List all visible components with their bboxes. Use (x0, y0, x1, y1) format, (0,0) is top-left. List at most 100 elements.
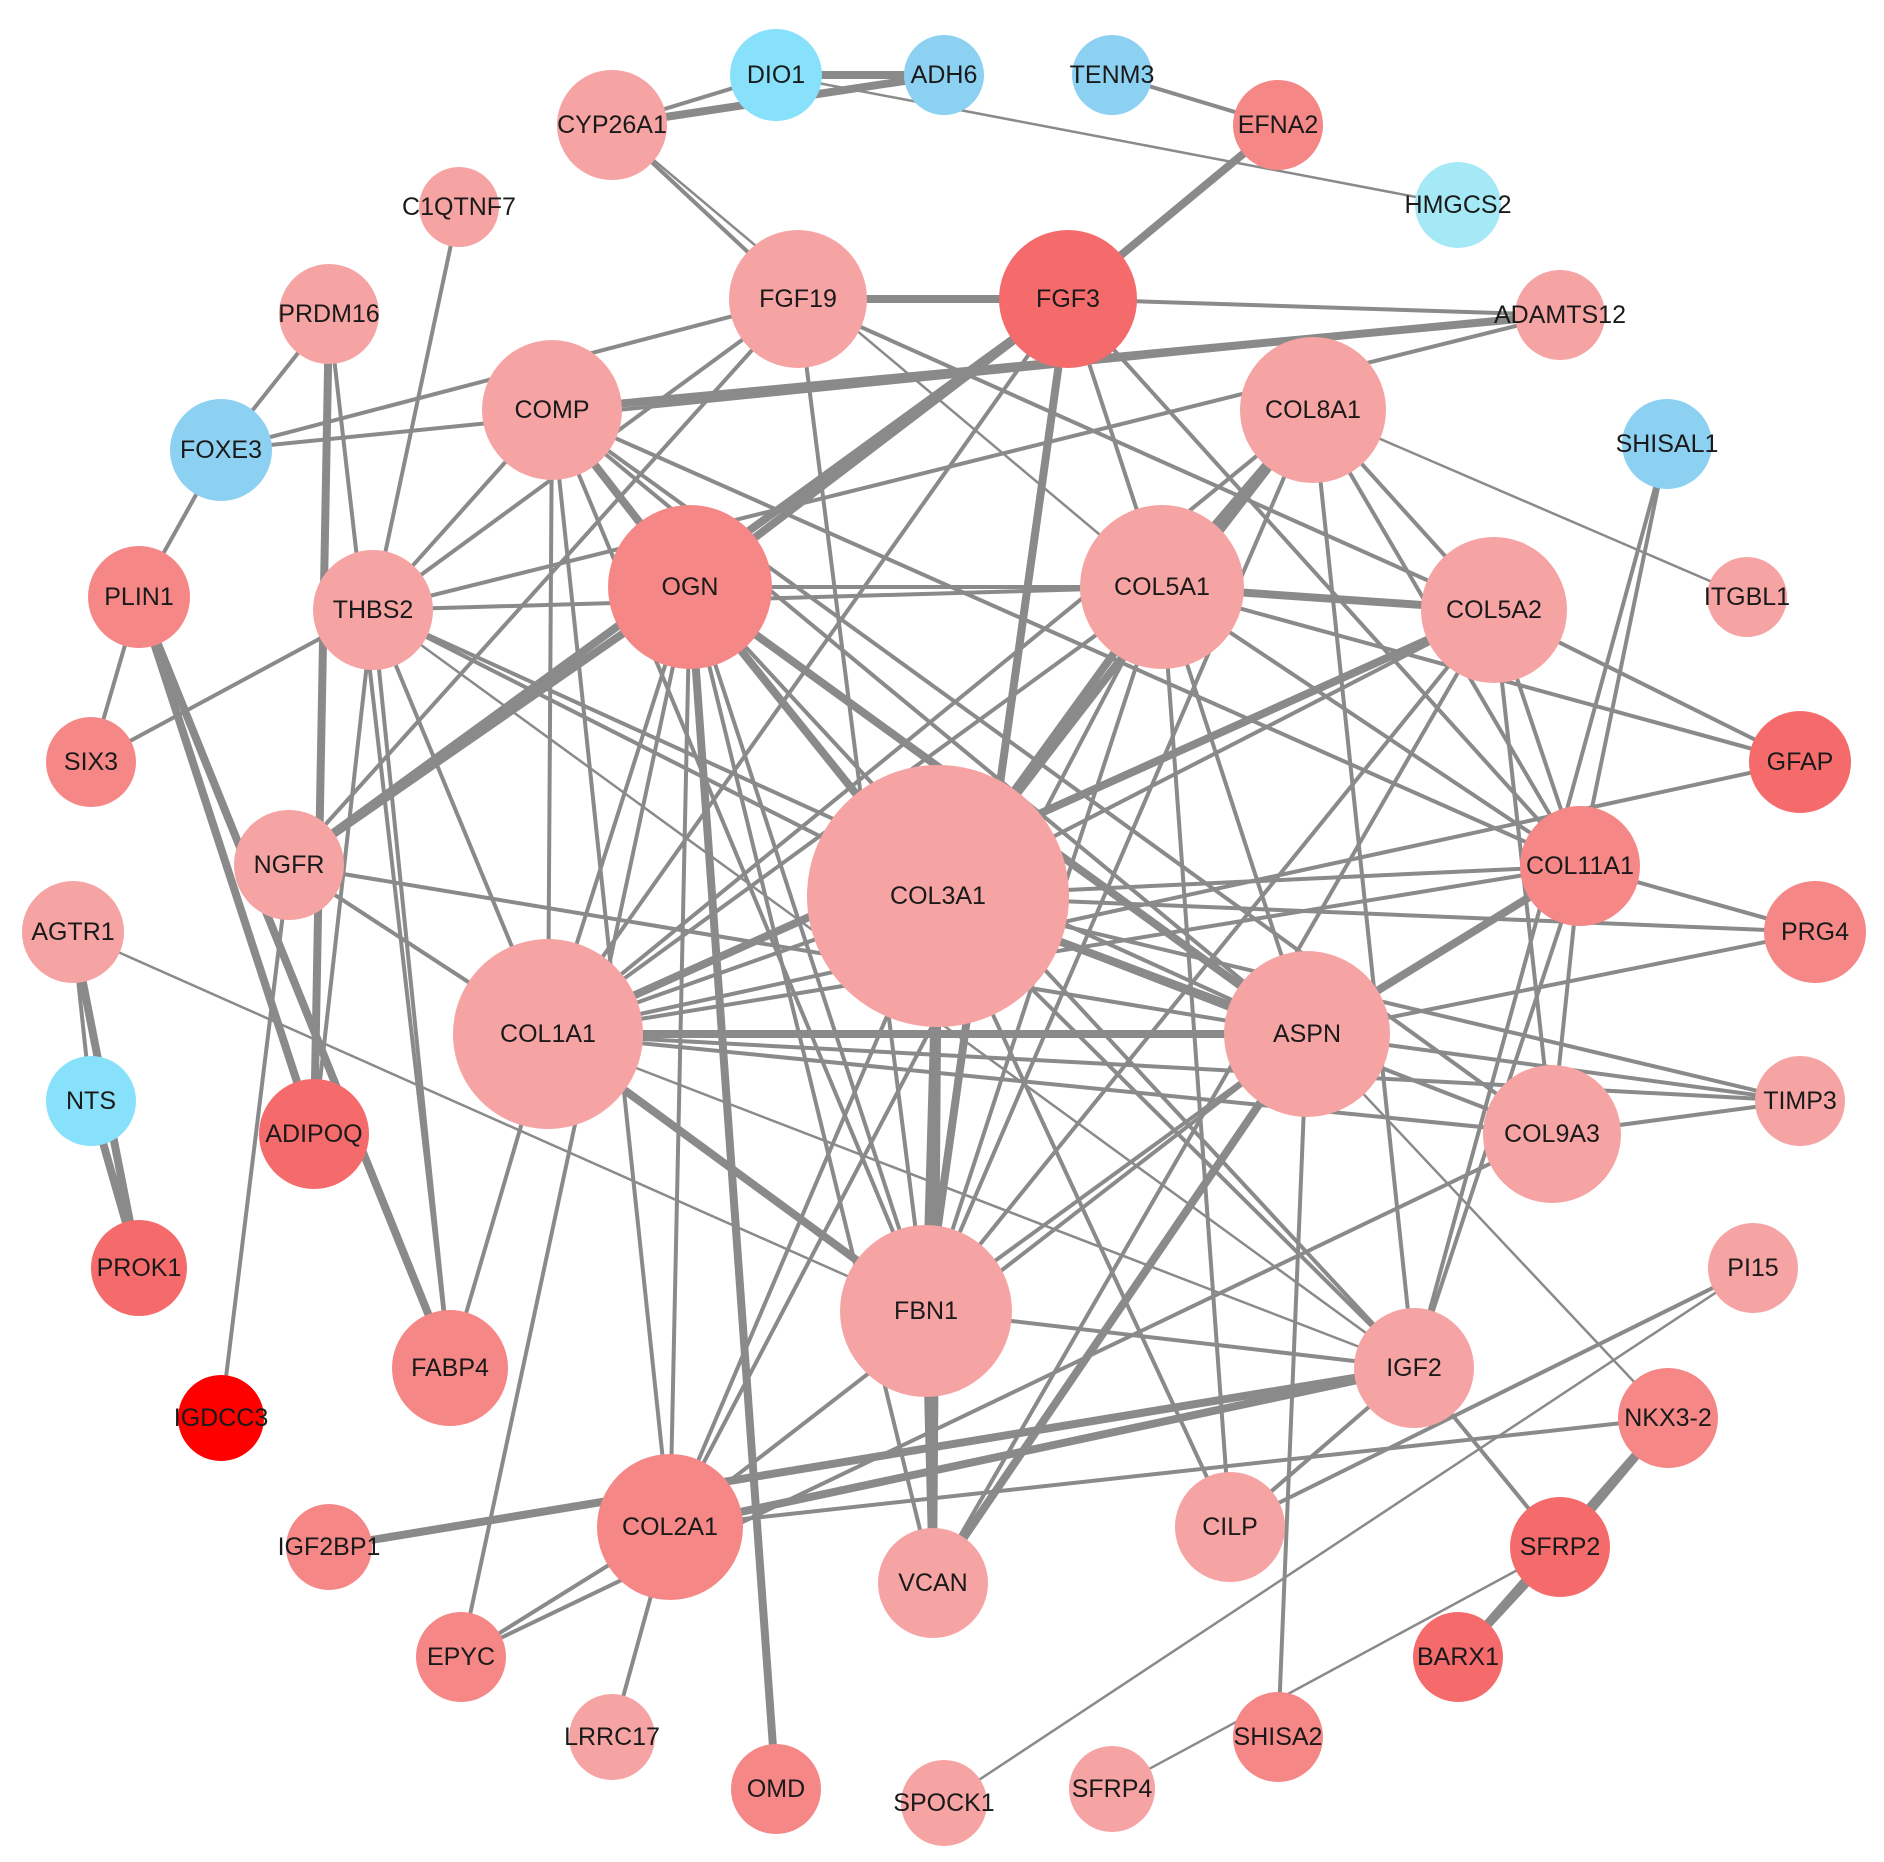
node-col11a1[interactable]: COL11A1 (1520, 806, 1640, 926)
node-timp3[interactable]: TIMP3 (1755, 1056, 1845, 1146)
edge-plin1-adipoq (135, 593, 318, 1138)
node-cyp26a1[interactable]: CYP26A1 (557, 70, 667, 180)
edge-col1a1-timp3 (546, 1032, 1802, 1103)
node-label-c1qtnf7: C1QTNF7 (402, 193, 516, 221)
node-hmgcs2[interactable]: HMGCS2 (1405, 162, 1512, 248)
node-col5a1[interactable]: COL5A1 (1080, 505, 1244, 669)
node-igdcc3[interactable]: IGDCC3 (174, 1375, 268, 1461)
node-cilp[interactable]: CILP (1175, 1472, 1285, 1582)
node-epyc[interactable]: EPYC (416, 1612, 506, 1702)
edge-adamts12-foxe3 (219, 313, 1562, 452)
node-sfrp2[interactable]: SFRP2 (1510, 1497, 1610, 1597)
node-label-spock1: SPOCK1 (893, 1789, 994, 1817)
node-nkx3-2[interactable]: NKX3-2 (1618, 1368, 1718, 1468)
node-adamts12[interactable]: ADAMTS12 (1494, 270, 1626, 360)
edge-ogn-igf2 (688, 585, 1416, 1370)
node-label-shisa2: SHISA2 (1234, 1723, 1323, 1751)
node-fgf3[interactable]: FGF3 (999, 230, 1137, 368)
node-circle-tenm3 (1072, 35, 1152, 115)
node-circle-spock1 (901, 1760, 987, 1846)
node-circle-pi15 (1708, 1223, 1798, 1313)
node-shisal1[interactable]: SHISAL1 (1616, 399, 1719, 489)
node-fbn1[interactable]: FBN1 (840, 1225, 1012, 1397)
node-col9a3[interactable]: COL9A3 (1483, 1065, 1621, 1203)
node-ogn[interactable]: OGN (608, 505, 772, 669)
node-lrrc17[interactable]: LRRC17 (564, 1694, 660, 1780)
node-circle-agtr1 (22, 881, 124, 983)
node-adipoq[interactable]: ADIPOQ (259, 1079, 369, 1189)
node-comp[interactable]: COMP (482, 340, 622, 480)
edge-aspn-nkx3-2 (1305, 1032, 1670, 1420)
node-fgf19[interactable]: FGF19 (729, 230, 867, 368)
node-circle-vcan (878, 1528, 988, 1638)
node-circle-fbn1 (840, 1225, 1012, 1397)
node-circle-prg4 (1764, 881, 1866, 983)
node-aspn[interactable]: ASPN (1224, 951, 1390, 1117)
node-col5a2[interactable]: COL5A2 (1421, 537, 1567, 683)
node-label-cilp: CILP (1202, 1513, 1258, 1541)
node-label-col5a2: COL5A2 (1446, 596, 1542, 624)
node-label-six3: SIX3 (64, 748, 118, 776)
node-label-itgbl1: ITGBL1 (1704, 583, 1790, 611)
node-circle-itgbl1 (1707, 557, 1787, 637)
edge-ogn-col2a1 (668, 585, 692, 1529)
node-circle-col8a1 (1240, 337, 1386, 483)
node-spock1[interactable]: SPOCK1 (893, 1760, 995, 1846)
edge-comp-col1a1 (546, 408, 554, 1036)
node-agtr1[interactable]: AGTR1 (22, 881, 124, 983)
edge-col5a1-cilp (1160, 585, 1232, 1529)
node-col3a1[interactable]: COL3A1 (807, 765, 1069, 1027)
node-label-aspn: ASPN (1273, 1020, 1341, 1048)
edge-col3a1-prg4 (936, 894, 1817, 934)
node-col8a1[interactable]: COL8A1 (1240, 337, 1386, 483)
node-ngfr[interactable]: NGFR (234, 810, 344, 920)
node-barx1[interactable]: BARX1 (1413, 1612, 1503, 1702)
node-prdm16[interactable]: PRDM16 (278, 264, 380, 364)
edge-ogn-omd (686, 583, 780, 1793)
node-fabp4[interactable]: FABP4 (392, 1310, 508, 1426)
node-omd[interactable]: OMD (731, 1744, 821, 1834)
node-circle-col5a2 (1421, 537, 1567, 683)
node-col2a1[interactable]: COL2A1 (597, 1454, 743, 1600)
edge-ngfr-igdcc3 (219, 863, 291, 1420)
node-label-hmgcs2: HMGCS2 (1405, 191, 1512, 219)
edge-fgf19-col5a2 (796, 297, 1496, 612)
node-foxe3[interactable]: FOXE3 (170, 399, 272, 501)
node-circle-nts (46, 1056, 136, 1146)
node-dio1[interactable]: DIO1 (730, 29, 822, 121)
node-label-prg4: PRG4 (1781, 918, 1849, 946)
node-six3[interactable]: SIX3 (46, 717, 136, 807)
node-c1qtnf7[interactable]: C1QTNF7 (402, 167, 516, 247)
node-prg4[interactable]: PRG4 (1764, 881, 1866, 983)
node-plin1[interactable]: PLIN1 (88, 546, 190, 648)
node-circle-col5a1 (1080, 505, 1244, 669)
node-label-cyp26a1: CYP26A1 (557, 111, 667, 139)
edge-comp-col11a1 (550, 408, 1582, 868)
node-label-nts: NTS (66, 1087, 116, 1115)
node-tenm3[interactable]: TENM3 (1070, 35, 1155, 115)
node-shisa2[interactable]: SHISA2 (1233, 1692, 1323, 1782)
edge-nkx3-2-col2a1 (668, 1416, 1670, 1529)
node-prok1[interactable]: PROK1 (91, 1220, 187, 1316)
node-adh6[interactable]: ADH6 (904, 35, 984, 115)
node-thbs2[interactable]: THBS2 (313, 550, 433, 670)
node-vcan[interactable]: VCAN (878, 1528, 988, 1638)
edge-fgf3-col1a1 (546, 297, 1070, 1036)
node-pi15[interactable]: PI15 (1708, 1223, 1798, 1313)
edge-col5a1-col11a1 (1160, 585, 1582, 868)
node-col1a1[interactable]: COL1A1 (453, 939, 643, 1129)
node-efna2[interactable]: EFNA2 (1233, 80, 1323, 170)
node-igf2[interactable]: IGF2 (1354, 1308, 1474, 1428)
node-itgbl1[interactable]: ITGBL1 (1704, 557, 1790, 637)
node-gfap[interactable]: GFAP (1749, 711, 1851, 813)
node-label-adamts12: ADAMTS12 (1494, 301, 1626, 329)
node-nts[interactable]: NTS (46, 1056, 136, 1146)
node-igf2bp1[interactable]: IGF2BP1 (278, 1504, 381, 1590)
node-label-thbs2: THBS2 (333, 596, 414, 624)
node-circle-nkx3-2 (1618, 1368, 1718, 1468)
node-circle-igf2bp1 (286, 1504, 372, 1590)
node-label-prdm16: PRDM16 (278, 300, 379, 328)
node-sfrp4[interactable]: SFRP4 (1069, 1746, 1155, 1832)
edge-ogn-vcan (688, 585, 935, 1585)
node-circle-plin1 (88, 546, 190, 648)
